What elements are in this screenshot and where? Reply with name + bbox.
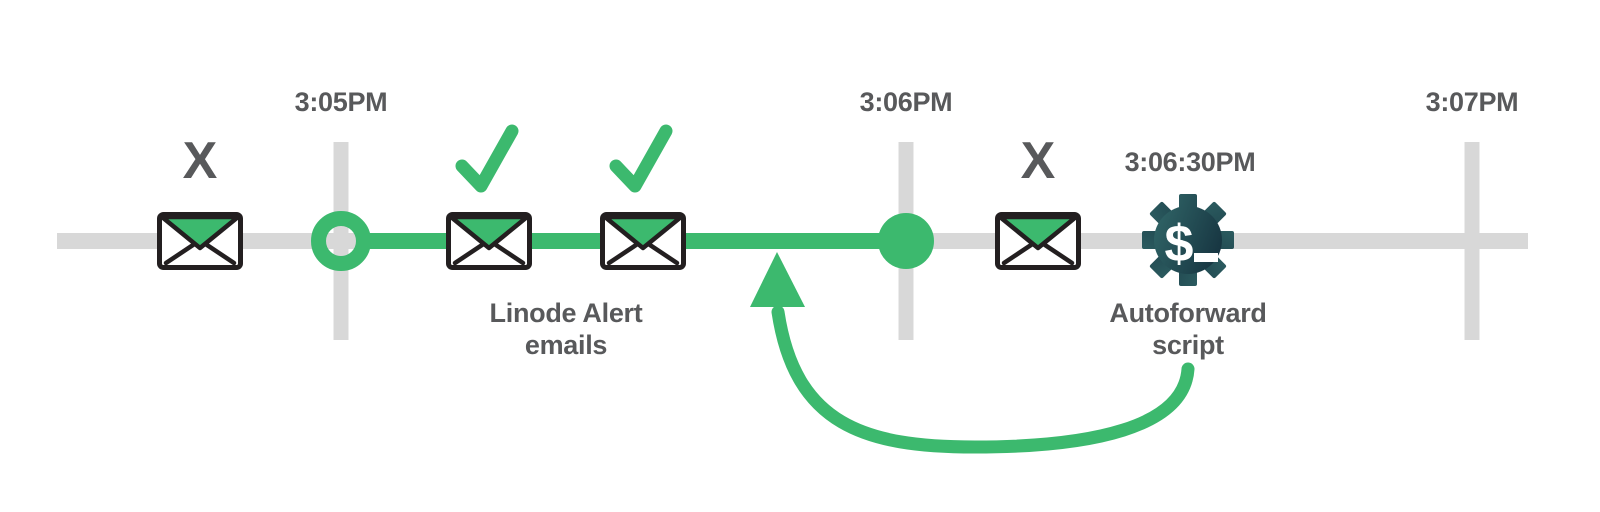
check-icon-2: [609, 124, 673, 193]
x-icon-left: X: [182, 132, 218, 190]
arrowhead-icon: [750, 252, 805, 307]
autoforward-label: Autoforward script: [1109, 298, 1267, 361]
segment-end-dot: [878, 213, 934, 269]
email-icon-blocked-left: [160, 215, 241, 268]
email-icon-alert-1: [449, 215, 530, 268]
svg-text:$: $: [1165, 215, 1194, 273]
email-icon-alert-2: [603, 215, 684, 268]
tick-label-3-05: 3:05PM: [294, 87, 388, 117]
tick-3-07: [1464, 142, 1480, 340]
script-time-label: 3:06:30PM: [1124, 147, 1256, 177]
tick-3-05: [333, 142, 349, 340]
email-icon-blocked-right: [998, 215, 1079, 268]
segment-start-ring: [311, 211, 371, 271]
tick-label-3-06: 3:06PM: [859, 87, 953, 117]
alert-emails-label: Linode Alert emails: [489, 298, 643, 361]
check-icon-1: [455, 124, 519, 193]
gear-icon: $: [1142, 194, 1234, 286]
dollar-prompt-icon: $: [1165, 215, 1218, 273]
tick-label-3-07: 3:07PM: [1425, 87, 1519, 117]
x-icon-right: X: [1020, 132, 1056, 190]
loopback-arrow: [750, 252, 1195, 454]
